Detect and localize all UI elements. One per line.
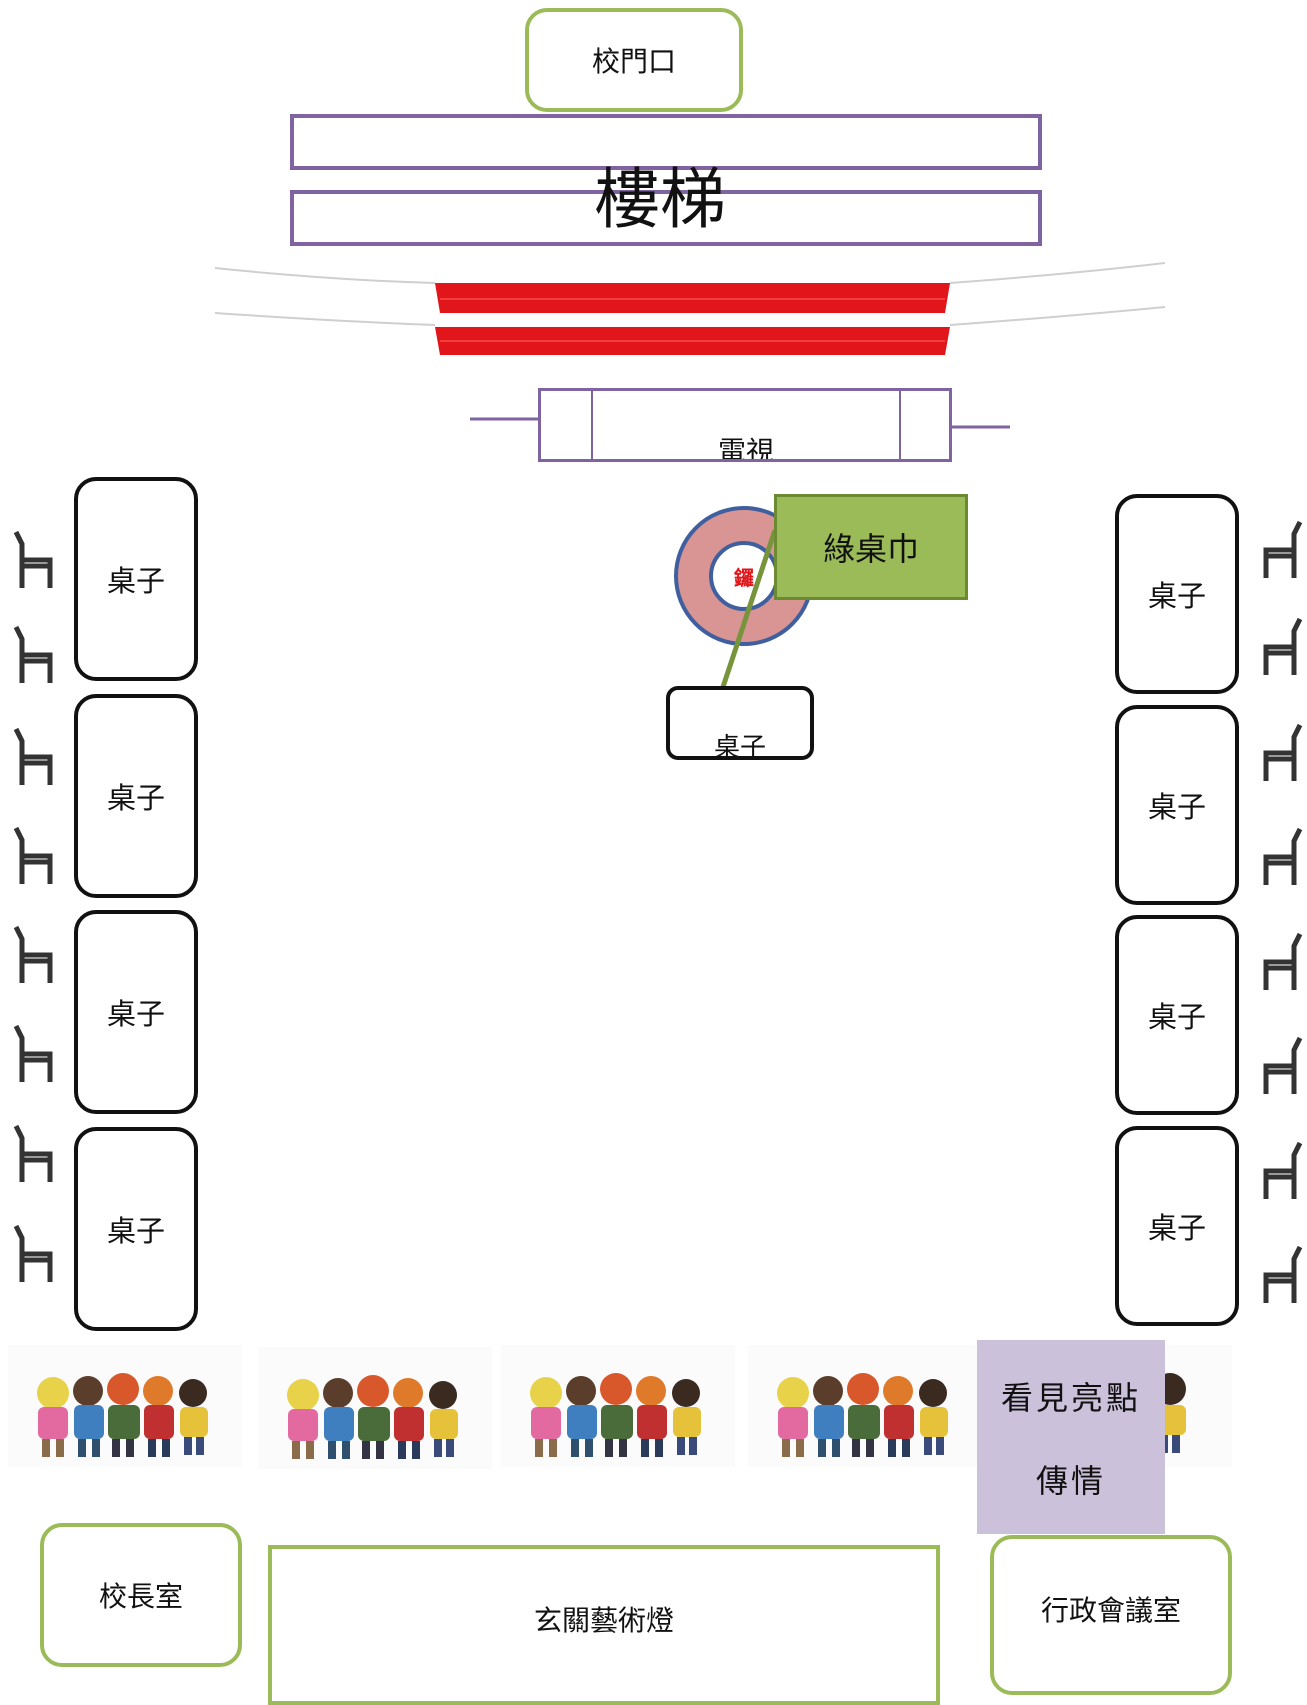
chair-icon — [1263, 1245, 1303, 1303]
left-table-label: 桌子 — [106, 1214, 165, 1248]
chair-icon — [13, 925, 53, 983]
chair-icon — [13, 1224, 53, 1282]
green-tablecloth-label: 綠桌巾 — [822, 530, 919, 568]
chair-icon — [1263, 1036, 1303, 1094]
entrance-lamp-label: 玄關藝術燈 — [533, 1604, 674, 1637]
tv-unit: 電視 — [538, 388, 952, 462]
right-table-label: 桌子 — [1147, 790, 1206, 824]
ribbon-decoration — [214, 262, 1166, 355]
small-table-label: 桌子 — [713, 733, 766, 760]
chair-icon — [13, 727, 53, 785]
right-table: 桌子 — [1115, 705, 1239, 905]
right-table-label: 桌子 — [1147, 1211, 1206, 1245]
chair-icon — [1263, 617, 1303, 675]
right-table: 桌子 — [1115, 494, 1239, 694]
entrance-lamp-box: 玄關藝術燈 — [268, 1545, 940, 1705]
gong-label: 鑼 — [734, 565, 754, 590]
left-table-label: 桌子 — [106, 781, 165, 815]
green-tablecloth-callout: 綠桌巾 — [774, 494, 968, 600]
left-table-label: 桌子 — [106, 997, 165, 1031]
chair-icon — [1263, 520, 1303, 578]
chair-icon — [13, 1124, 53, 1182]
chair-icon — [13, 530, 53, 588]
principal-office-label: 校長室 — [98, 1580, 183, 1613]
meeting-room-label: 行政會議室 — [1040, 1594, 1181, 1627]
chair-icon — [13, 625, 53, 683]
kids-illustration — [501, 1345, 735, 1467]
chair-icon — [13, 826, 53, 884]
meeting-room-box: 行政會議室 — [990, 1535, 1232, 1695]
chair-icon — [1263, 1141, 1303, 1199]
highlight-panel: 看見亮點 傳情 — [977, 1340, 1165, 1534]
left-table: 桌子 — [74, 694, 198, 898]
stairs-bar-top — [290, 114, 1042, 170]
school-gate-label: 校門口 — [591, 45, 676, 78]
kids-illustration — [748, 1345, 982, 1467]
stairs-bar-bottom — [290, 190, 1042, 246]
small-table: 桌子 — [666, 686, 814, 760]
highlight-panel-line1: 看見亮點 — [1000, 1378, 1141, 1417]
left-table: 桌子 — [74, 910, 198, 1114]
right-table-label: 桌子 — [1147, 579, 1206, 613]
right-table-label: 桌子 — [1147, 1000, 1206, 1034]
chair-icon — [13, 1024, 53, 1082]
left-table: 桌子 — [74, 1127, 198, 1331]
kids-illustration — [258, 1347, 492, 1469]
callout-line — [719, 529, 778, 691]
chair-icon — [1263, 932, 1303, 990]
school-gate-box: 校門口 — [525, 8, 743, 112]
kids-illustration — [8, 1345, 242, 1467]
tv-label: 電視 — [717, 435, 774, 460]
principal-office-box: 校長室 — [40, 1523, 242, 1667]
left-table: 桌子 — [74, 477, 198, 681]
tv-stand-lines — [470, 417, 1010, 429]
highlight-panel-line2: 傳情 — [1035, 1461, 1106, 1500]
chair-icon — [1263, 827, 1303, 885]
chair-icon — [1263, 723, 1303, 781]
stairs-label: 樓梯 — [594, 161, 726, 238]
right-table: 桌子 — [1115, 915, 1239, 1115]
left-table-label: 桌子 — [106, 564, 165, 598]
right-table: 桌子 — [1115, 1126, 1239, 1326]
